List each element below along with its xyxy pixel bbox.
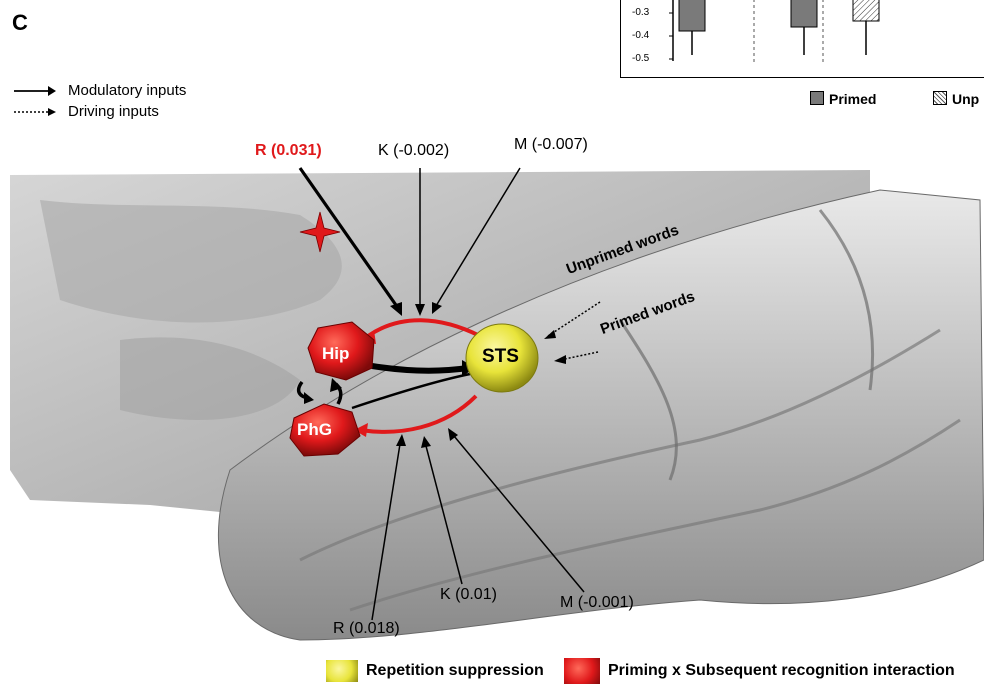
sts-node bbox=[465, 323, 539, 393]
star-marker bbox=[299, 211, 341, 253]
arrow-head bbox=[432, 302, 442, 314]
tick-label: -0.3 bbox=[632, 7, 650, 18]
arrow-head bbox=[354, 423, 368, 437]
temporal-lobe-surface bbox=[217, 189, 984, 641]
sulcus-line bbox=[618, 319, 678, 481]
top-m-label: M (-0.007) bbox=[514, 136, 588, 153]
sulcus-line bbox=[349, 418, 961, 612]
hip-to-sts-connection bbox=[371, 363, 469, 374]
hip-label: Hip bbox=[322, 344, 350, 363]
red-swatch bbox=[564, 658, 600, 684]
arrow-head bbox=[421, 436, 431, 448]
phg-label: PhG bbox=[297, 420, 332, 439]
arrow-head bbox=[544, 330, 556, 339]
interaction-label: Priming x Subsequent recognition interac… bbox=[608, 662, 955, 679]
arrow-head bbox=[448, 428, 458, 441]
arrow-head bbox=[330, 378, 342, 392]
bottom-m-label: M (-0.001) bbox=[560, 594, 634, 611]
sts-label: STS bbox=[482, 346, 519, 367]
chart-legend-unprimed-label: Unp bbox=[952, 91, 980, 107]
bar-primed-2 bbox=[790, 0, 818, 28]
tick-label: -0.4 bbox=[632, 30, 650, 41]
panel-letter: C bbox=[12, 10, 28, 35]
sts-to-hip-connection bbox=[366, 318, 481, 338]
phg-node bbox=[289, 403, 361, 457]
chart-legend-primed: Primed bbox=[810, 91, 876, 107]
repetition-suppression-label: Repetition suppression bbox=[366, 662, 544, 679]
bar-primed-1 bbox=[678, 0, 706, 32]
arrow-head bbox=[554, 355, 566, 364]
brain-dark-patch-2 bbox=[120, 337, 300, 420]
top-r-label: R (0.031) bbox=[255, 142, 322, 159]
phg-to-sts-connection bbox=[351, 372, 471, 410]
yellow-swatch bbox=[326, 660, 358, 682]
sulcus-line bbox=[818, 209, 874, 391]
bar-chart bbox=[669, 0, 880, 65]
hip-node bbox=[307, 321, 375, 381]
bottom-k-label: K (0.01) bbox=[440, 586, 497, 603]
sts-to-phg-connection bbox=[359, 394, 478, 434]
bar-chart-panel bbox=[620, 0, 984, 78]
arrow-head bbox=[415, 304, 425, 316]
sulcus-line bbox=[299, 328, 941, 562]
primed-swatch bbox=[810, 91, 824, 105]
brain-dark-patch bbox=[40, 200, 342, 323]
legend-modulatory: Modulatory inputs bbox=[68, 82, 187, 99]
chart-legend-unprimed: Unp bbox=[933, 91, 979, 107]
top-k-label: K (-0.002) bbox=[378, 142, 450, 159]
arrow-legend-icons bbox=[14, 86, 56, 116]
legend-driving: Driving inputs bbox=[68, 103, 159, 120]
arrow-head bbox=[390, 302, 402, 316]
bottom-r-label: R (0.018) bbox=[333, 620, 400, 637]
chart-legend-primed-label: Primed bbox=[829, 91, 877, 107]
tick-label: -0.5 bbox=[632, 53, 650, 64]
unprimed-swatch bbox=[933, 91, 947, 105]
arrow-head bbox=[304, 392, 314, 404]
arrow-head bbox=[396, 434, 406, 446]
